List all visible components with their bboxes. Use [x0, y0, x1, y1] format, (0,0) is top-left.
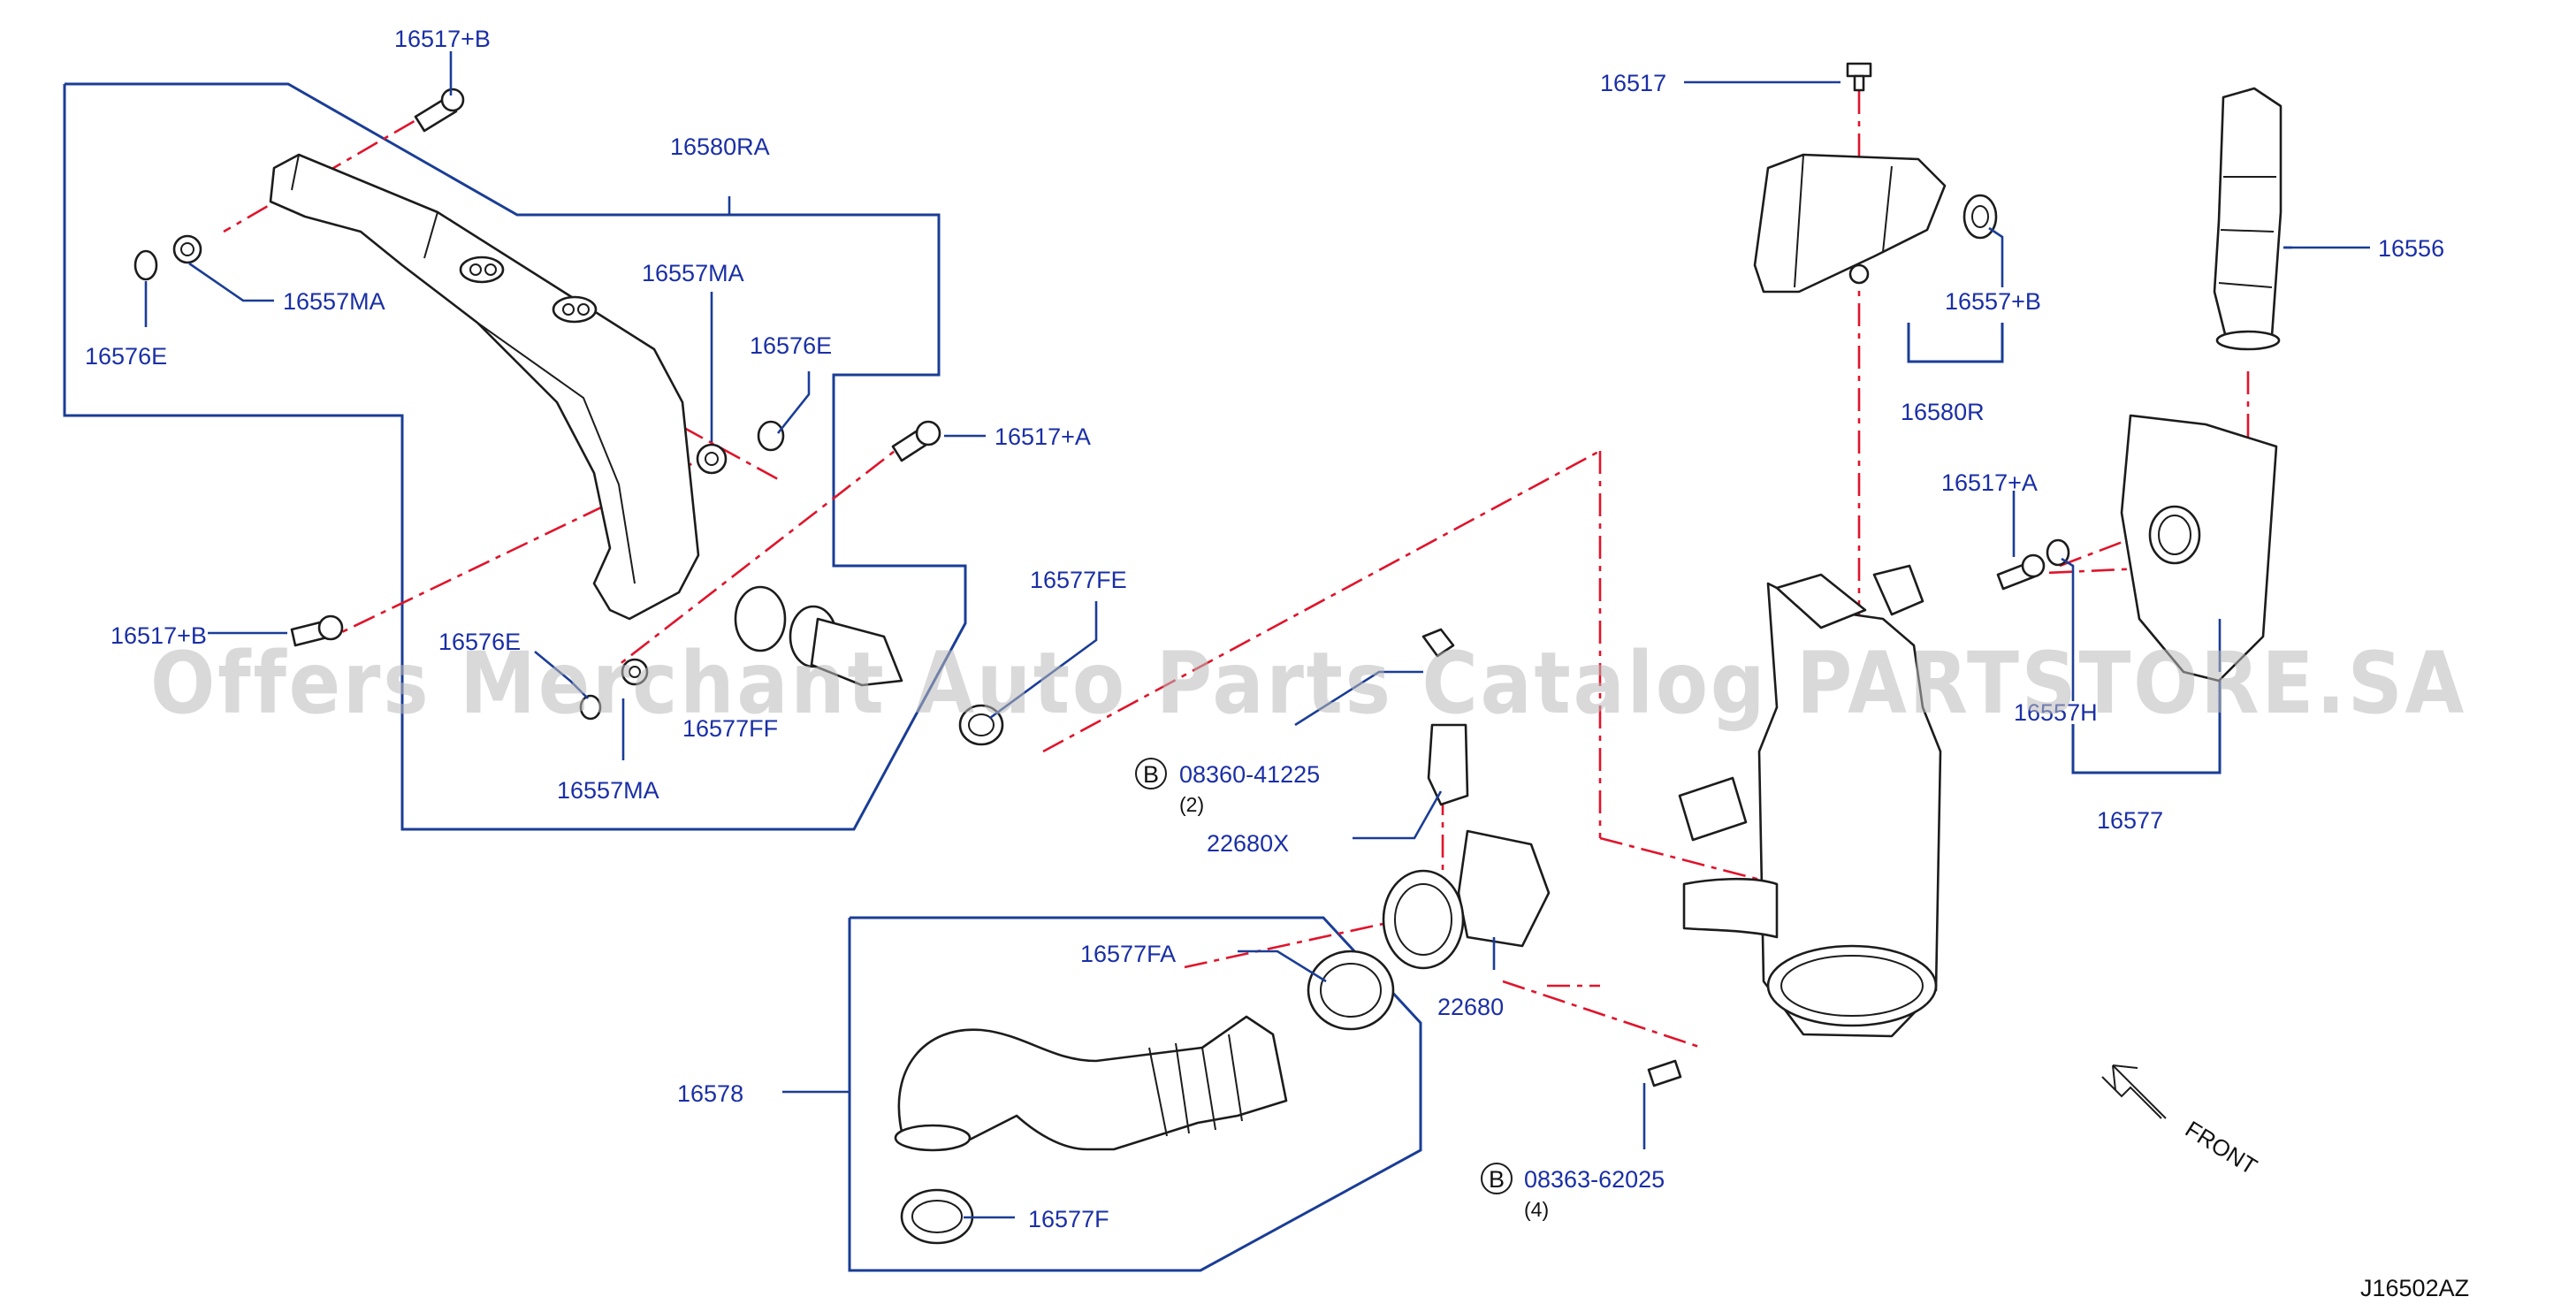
- label-08360-41225: 08360-41225: [1179, 761, 1320, 788]
- bracket-16580ra: [269, 153, 700, 621]
- label-16517-top: 16517: [1600, 70, 1666, 96]
- label-16577: 16577: [2097, 807, 2163, 834]
- label-16517b-bottom: 16517+B: [111, 622, 207, 649]
- label-16517b-top: 16517+B: [394, 26, 491, 52]
- label-16557ma-mid: 16557MA: [642, 260, 744, 286]
- label-16576e-low: 16576E: [438, 629, 521, 655]
- label-16577fe: 16577FE: [1030, 567, 1127, 593]
- front-label: FRONT: [2181, 1116, 2262, 1180]
- duct-16577: [2120, 414, 2278, 683]
- leader-lines: [144, 51, 2370, 1219]
- label-16517a-right: 16517+A: [1941, 469, 2038, 496]
- label-22680x: 22680X: [1207, 830, 1289, 857]
- b-badge-2: B: [1489, 1166, 1505, 1193]
- label-16576e-left: 16576E: [85, 343, 167, 370]
- sensor-22680: [1382, 628, 1682, 1087]
- group-box-16580r: [1907, 323, 2004, 363]
- label-16577ff: 16577FF: [682, 715, 778, 742]
- label-16577fa: 16577FA: [1080, 941, 1176, 967]
- label-16578: 16578: [677, 1080, 743, 1107]
- fasteners-right: [1846, 62, 2070, 591]
- watermark-text: Offers Merchant Auto Parts Catalog PARTS…: [150, 634, 2466, 733]
- fasteners-left: [133, 88, 941, 721]
- b-badge-1: B: [1143, 761, 1159, 788]
- centerlines: [223, 91, 2250, 1049]
- label-16577f: 16577F: [1028, 1206, 1109, 1232]
- air-cleaner-body: [1678, 564, 1942, 1038]
- group-box-16578: [848, 916, 1422, 1272]
- label-22680: 22680: [1437, 994, 1504, 1020]
- part-labels: 16517+B 16580RA 16576E 16557MA 16557MA 1…: [85, 26, 2469, 1301]
- label-16557ma-left: 16557MA: [283, 288, 385, 315]
- label-08363-62025: 08363-62025: [1524, 1166, 1665, 1193]
- label-16557h: 16557H: [2014, 699, 2098, 726]
- b-badge-icon-2: [1481, 1163, 1513, 1194]
- label-08360-qty: (2): [1179, 793, 1204, 816]
- label-16517a-mid: 16517+A: [995, 423, 1091, 450]
- label-16580r: 16580R: [1901, 399, 1985, 425]
- diagram-code: J16502AZ: [2360, 1275, 2469, 1301]
- label-16556: 16556: [2378, 235, 2444, 262]
- hose-16577ff: [734, 585, 1004, 746]
- group-box-16580ra: [63, 82, 967, 831]
- label-16580ra: 16580RA: [670, 133, 770, 160]
- label-16557ma-low: 16557MA: [557, 777, 659, 804]
- label-16557b-right: 16557+B: [1945, 288, 2041, 315]
- cover-16580r: [1753, 153, 1947, 294]
- group-box-16577: [2071, 672, 2222, 774]
- label-16576e-mid: 16576E: [750, 332, 832, 359]
- snorkel-16556: [2213, 87, 2283, 351]
- label-08363-qty: (4): [1524, 1198, 1549, 1221]
- duct-16578: [894, 950, 1395, 1245]
- b-badge-icon: [1135, 758, 1167, 789]
- front-arrow: FRONT: [2101, 1064, 2262, 1180]
